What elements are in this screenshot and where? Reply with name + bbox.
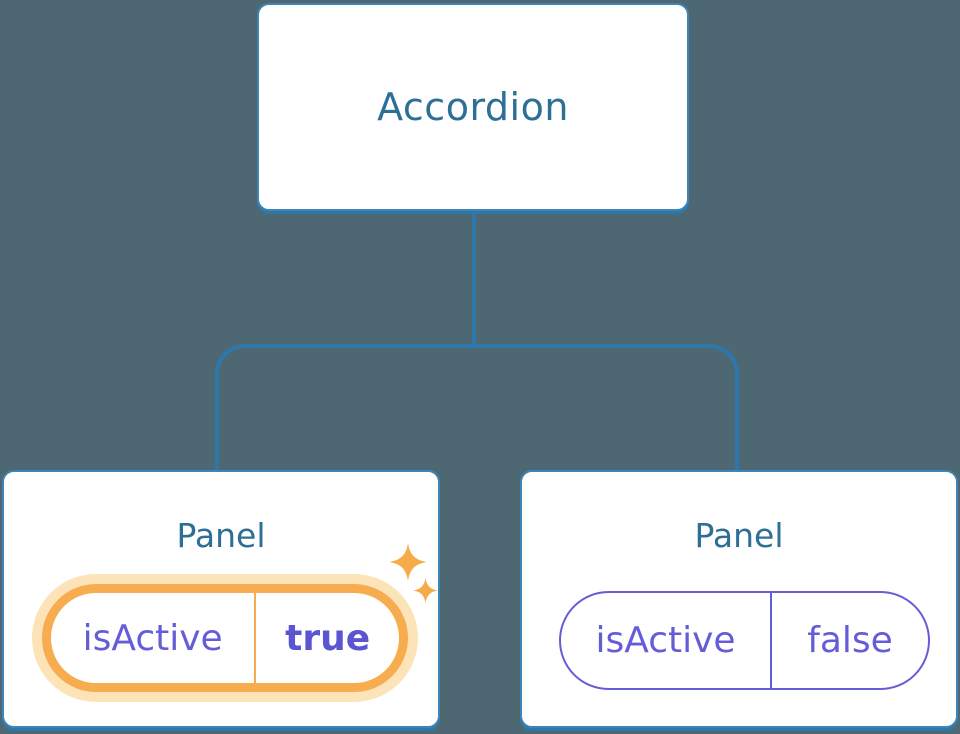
state-name: isActive bbox=[561, 593, 773, 688]
connector-stem bbox=[472, 211, 476, 346]
accordion-node-label: Accordion bbox=[377, 85, 569, 129]
panel-node-label: Panel bbox=[694, 516, 784, 555]
sparkle-icon bbox=[389, 543, 427, 581]
state-value: true bbox=[285, 617, 371, 659]
connector-branch bbox=[215, 344, 739, 470]
state-pill-active-core: isActive true bbox=[42, 584, 408, 692]
state-pill-inactive: isActive false bbox=[559, 591, 930, 690]
panel-node-inactive: Panel isActive false bbox=[520, 470, 958, 728]
state-value: false bbox=[807, 620, 893, 661]
panel-node-label: Panel bbox=[176, 516, 266, 555]
state-name: isActive bbox=[51, 593, 257, 683]
panel-node-active: Panel isActive true bbox=[2, 470, 440, 728]
sparkle-icon bbox=[413, 578, 438, 603]
accordion-node: Accordion bbox=[257, 3, 689, 211]
state-pill-active: isActive true bbox=[32, 574, 418, 702]
